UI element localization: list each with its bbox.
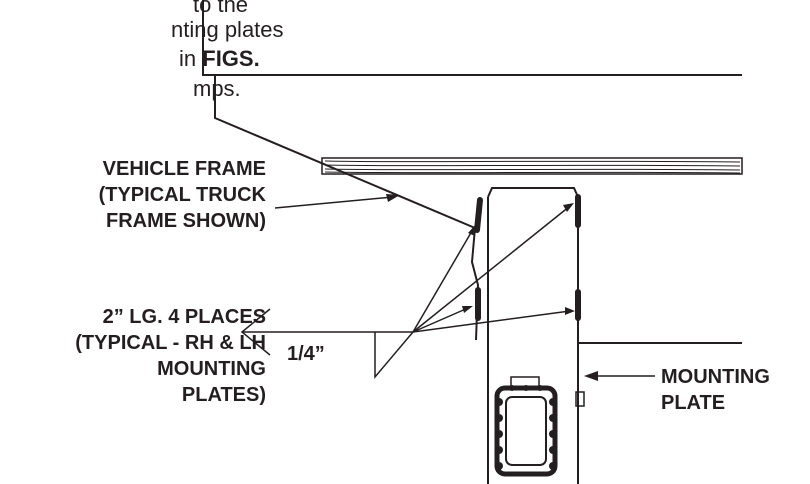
weld-symbol-fillet (374, 331, 414, 380)
weld-bead-frame-upper (474, 197, 483, 233)
intro-text-line2: nting plates (171, 17, 284, 42)
weld-size-label: 1/4” (287, 343, 325, 365)
lamp-lens (505, 396, 547, 466)
mounting-plate-label: MOUNTING PLATE (661, 366, 770, 414)
mounting-plate-outline (487, 187, 579, 484)
intro-text-line1: to the (193, 0, 249, 17)
weld-symbol-tail (240, 308, 271, 356)
intro-text-line3: in FIGS. (179, 46, 260, 71)
vehicle-frame-rail (321, 157, 743, 175)
vehicle-frame-label: VEHICLE FRAME (TYPICAL TRUCK FRAME SHOWN… (98, 158, 266, 232)
intro-text-line4: mps. (193, 76, 241, 101)
upper-panel-outline (202, 0, 742, 76)
leader-vehicle-frame (274, 196, 394, 209)
weld-spec-label: 2” LG. 4 PLACES (TYPICAL - RH & LH MOUNT… (75, 306, 266, 406)
plate-tab (575, 391, 585, 407)
